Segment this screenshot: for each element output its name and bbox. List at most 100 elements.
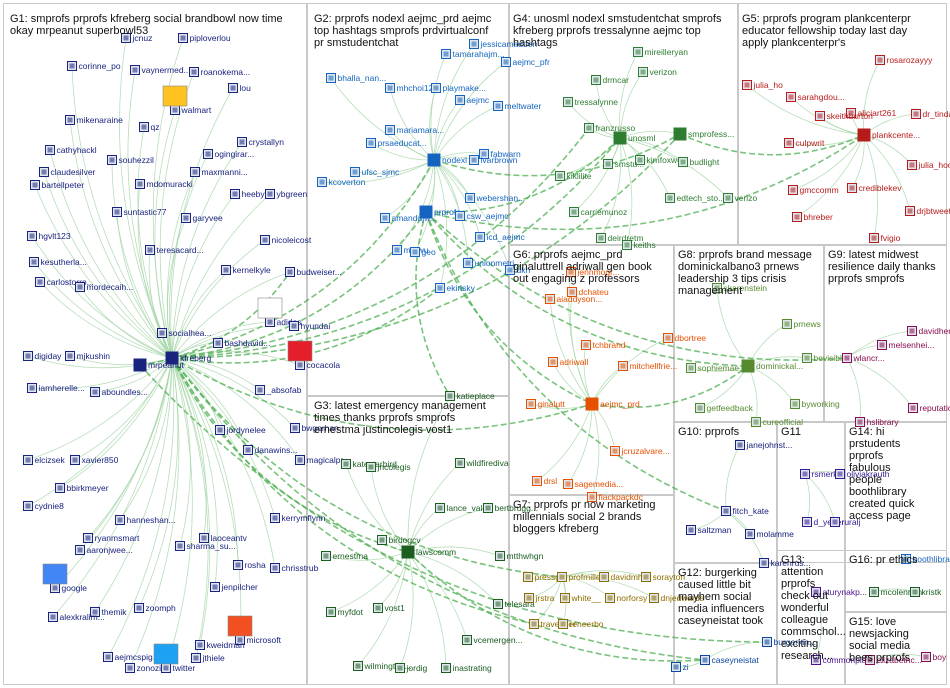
- node-pressga[interactable]: pressga: [523, 572, 566, 582]
- node-rosha[interactable]: rosha: [233, 560, 267, 570]
- node-kiklilite[interactable]: kiklilite: [555, 171, 592, 181]
- node-mariamara[interactable]: mariamara...: [385, 125, 445, 135]
- node-chrisstrub[interactable]: chrisstrub: [270, 563, 319, 573]
- node-sagemedia[interactable]: sagemedia...: [563, 479, 624, 489]
- node-prnews[interactable]: prnews: [782, 319, 821, 329]
- node-hyundai[interactable]: hyundai: [289, 321, 331, 331]
- node-hgvlt123[interactable]: hgvlt123: [27, 231, 71, 241]
- node-jennmogr[interactable]: jennmogr...: [566, 267, 620, 277]
- node-lawscomm[interactable]: lawscomm: [401, 545, 456, 559]
- node-cathyhackl[interactable]: cathyhackl: [45, 145, 97, 155]
- node-ogingirar[interactable]: ogingirar...: [203, 149, 255, 159]
- node-meltwater[interactable]: meltwater: [493, 101, 542, 111]
- node-carriemunoz[interactable]: carriemunoz: [569, 207, 628, 217]
- node-skeithburton[interactable]: skeithburton: [815, 111, 874, 121]
- node-aejmcspig[interactable]: aejmcspig...: [103, 652, 160, 662]
- node-wlanc[interactable]: wlancr...: [842, 353, 885, 363]
- node-mtthwhgn[interactable]: mtthwhgn: [495, 551, 544, 561]
- node-icd_aejmc[interactable]: icd_aejmc: [475, 232, 526, 242]
- node-lance_valc[interactable]: lance_valc...: [435, 503, 494, 513]
- node-bashdavid[interactable]: bashdavid...: [213, 338, 271, 348]
- node-aejmc_pfr[interactable]: aejmc_pfr: [501, 57, 550, 67]
- node-davidmhc[interactable]: davidmhc: [599, 572, 648, 582]
- node-budweiser[interactable]: budweiser...: [285, 267, 342, 277]
- node-jordynelee[interactable]: jordynelee: [215, 425, 266, 435]
- node-aiaddyson[interactable]: aiaddyson...: [545, 294, 603, 304]
- node-teresacard[interactable]: teresacard...: [145, 245, 204, 255]
- node-jrstra[interactable]: jrstra: [524, 593, 555, 603]
- node-drmcar[interactable]: drmcar: [591, 75, 630, 85]
- node-drjbtweets[interactable]: drjbtweets: [905, 206, 950, 216]
- node-davidhend[interactable]: davidhend...: [907, 326, 950, 336]
- node-prprofs[interactable]: prprofs: [419, 205, 460, 219]
- node-mjkushin[interactable]: mjkushin: [65, 351, 111, 361]
- node-reputationdr[interactable]: reputationdr: [908, 403, 950, 413]
- node-mitchellfrie[interactable]: mitchellfrie...: [618, 361, 678, 371]
- node-rsmerk[interactable]: rsmerk: [800, 469, 839, 479]
- node-google[interactable]: google: [50, 583, 88, 593]
- node-csw_aejmc[interactable]: csw_aejmc: [455, 211, 510, 221]
- node-tressalynne[interactable]: tressalynne: [563, 97, 619, 107]
- node-jessicamadden[interactable]: jessicamadden: [469, 39, 538, 49]
- node-dchateu[interactable]: dchateu: [567, 287, 610, 297]
- node-mdomuracki[interactable]: mdomuracki: [135, 179, 193, 189]
- node-ybgreen[interactable]: ybgreen: [265, 189, 308, 199]
- node-julia_ho[interactable]: julia_ho: [742, 80, 784, 90]
- node-getfeedback[interactable]: getfeedback: [695, 403, 754, 413]
- node-dkn[interactable]: dkn: [505, 265, 531, 275]
- node-smprofs[interactable]: smprofess...: [673, 127, 734, 141]
- node-prsaeducat[interactable]: prsaeducat...: [366, 138, 427, 148]
- node-dr_tindall[interactable]: dr_tindall: [911, 109, 950, 119]
- node-drsl[interactable]: drsl: [532, 476, 558, 486]
- node-dominickal[interactable]: dominickal...: [741, 359, 803, 373]
- node-adriwall[interactable]: adriwall: [548, 357, 589, 367]
- node-sharma_su[interactable]: sharma_su...: [175, 541, 236, 551]
- node-burgerking[interactable]: burgerkin...: [762, 637, 817, 647]
- node-ruralj[interactable]: ruralj: [830, 517, 861, 527]
- node-mcolennan[interactable]: mcolennan: [869, 587, 923, 597]
- node-twitter[interactable]: twitter: [161, 663, 196, 673]
- node-digiday[interactable]: digiday: [23, 351, 63, 361]
- node-zoomph[interactable]: zoomph: [134, 603, 177, 613]
- node-cocacola[interactable]: cocacola: [295, 360, 341, 370]
- node-aejmc_prd[interactable]: aejmc_prd: [585, 397, 640, 411]
- node-keiths[interactable]: keiths: [622, 240, 656, 250]
- node-vcemergen[interactable]: vcemergen...: [462, 635, 523, 645]
- node-ernestma[interactable]: ernestma: [321, 551, 369, 561]
- node-amandajw[interactable]: amandajw...: [380, 213, 437, 223]
- node-sorayton[interactable]: sorayton: [641, 572, 686, 582]
- node-wilmington[interactable]: wilmington...: [353, 661, 412, 671]
- node-alexkralim[interactable]: alexkralim...: [48, 612, 105, 622]
- node-suntastic77[interactable]: suntastic77: [112, 207, 167, 217]
- node-kernelkyle[interactable]: kernelkyle: [221, 265, 272, 275]
- node-fabwarn[interactable]: fabwarn: [479, 149, 522, 159]
- node-jncolegis[interactable]: jncolegis: [366, 462, 411, 472]
- node-cydnie8[interactable]: cydnie8: [23, 501, 65, 511]
- node-dnjedwards[interactable]: dnjedwards: [649, 593, 704, 603]
- node-mrpeanut[interactable]: mrpeanut: [133, 358, 185, 372]
- node-elcizsek[interactable]: elcizsek: [23, 455, 66, 465]
- node-boothlibrary[interactable]: boothlibrary: [901, 554, 950, 564]
- node-fvigio[interactable]: fvigio: [869, 233, 901, 243]
- node-mikenaraine[interactable]: mikenaraine: [65, 115, 124, 125]
- node-aturynakp[interactable]: aturynakp...: [811, 587, 867, 597]
- node-cureofficial[interactable]: cureofficial: [751, 417, 804, 427]
- node-profmille[interactable]: profmille: [557, 572, 601, 582]
- node-souhezzil[interactable]: souhezzil: [107, 155, 155, 165]
- node-franzrusso[interactable]: franzrusso: [584, 123, 636, 133]
- node-caseyneistat[interactable]: caseyneistat: [700, 655, 760, 665]
- node-walmart[interactable]: walmart: [170, 105, 212, 115]
- node-kweidman[interactable]: kweidman: [195, 640, 246, 650]
- node-sophiemae[interactable]: sophiemae...: [686, 363, 747, 373]
- node-danawins[interactable]: danawins...: [243, 445, 298, 455]
- node-myfdot[interactable]: myfdot: [326, 607, 364, 617]
- node-mireilleryan[interactable]: mireilleryan: [633, 47, 689, 57]
- node-karenrus[interactable]: karenrus...: [759, 558, 811, 568]
- node-kcoverton[interactable]: kcoverton: [317, 177, 366, 187]
- node-webershan[interactable]: webershan...: [465, 193, 526, 203]
- node-unionmetri[interactable]: unionmetri...: [463, 258, 522, 268]
- node-heeby11[interactable]: heeby11: [230, 189, 274, 199]
- node-socialhea[interactable]: socialhea...: [157, 328, 212, 338]
- node-carlostorro[interactable]: carlostorro...: [35, 277, 94, 287]
- node-melsenhei[interactable]: melsenhei...: [877, 340, 935, 350]
